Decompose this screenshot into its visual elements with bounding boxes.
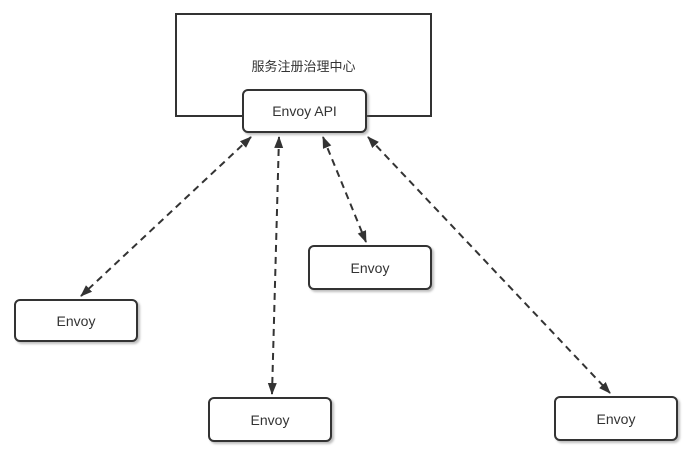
envoy-api-label: Envoy API [272,103,337,119]
edge-envoy-api-to-envoy-bottom-middle [267,136,284,395]
envoy-middle-label: Envoy [350,259,390,276]
node-envoy-bottom-middle: Envoy [208,397,332,442]
edge-envoy-api-to-envoy-bottom-right [367,136,611,394]
registry-center-label: 服务注册治理中心 [251,58,356,74]
envoy-left-label: Envoy [56,312,96,329]
edge-envoy-api-to-envoy-left [80,136,252,297]
envoy-bottom-middle-label: Envoy [250,411,290,428]
node-envoy-middle: Envoy [308,245,432,290]
node-envoy-left: Envoy [14,299,138,342]
envoy-bottom-right-label: Envoy [596,410,636,427]
node-envoy-api: Envoy API [242,89,367,133]
edge-envoy-api-to-envoy-middle [322,136,367,243]
node-envoy-bottom-right: Envoy [554,396,678,441]
